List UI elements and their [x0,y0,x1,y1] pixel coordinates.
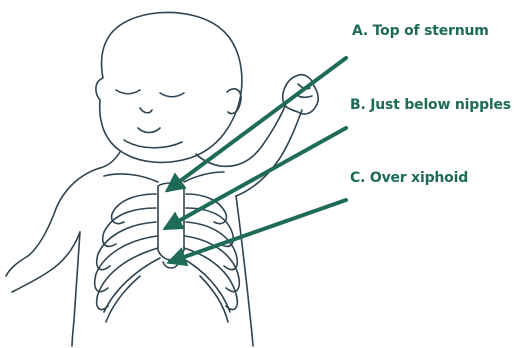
infant-arm-left-inner [12,232,80,292]
infant-eye-left [116,90,140,94]
infant-torso-right-side [236,196,253,346]
infant-head [96,12,242,162]
label-c-over-xiphoid: C. Over xiphoid [350,170,468,186]
infant-figure-illustration [6,12,318,346]
arrow-a-top-of-sternum [168,58,346,190]
clavicle-left [104,174,158,182]
ribs-left [95,194,160,322]
infant-nose [140,108,152,113]
infant-mouth [138,128,160,133]
label-a-top-of-sternum: A. Top of sternum [352,23,489,39]
infant-eye-right [160,93,184,97]
infant-arm-left [6,168,100,276]
arrows [166,58,346,262]
infant-torso-left-side [72,232,80,346]
infant-chin [124,140,182,148]
label-b-just-below-nipples: B. Just below nipples [350,97,511,113]
